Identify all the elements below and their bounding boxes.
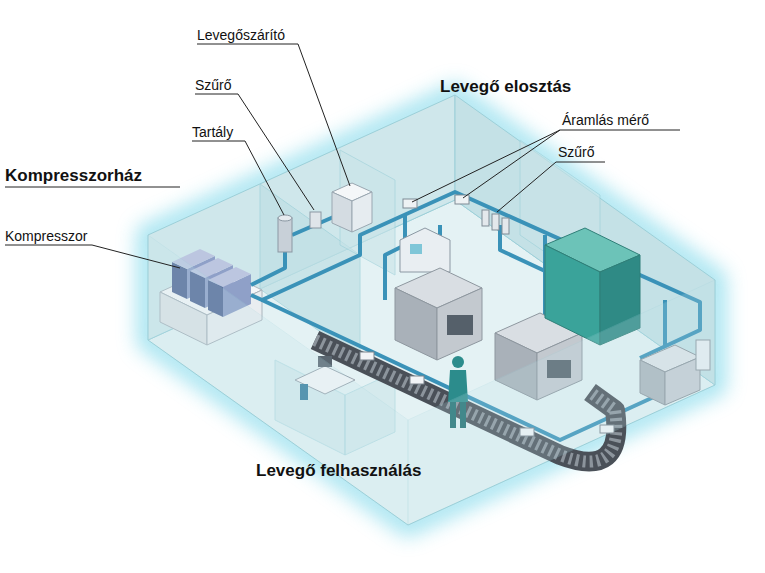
- tank-symbol: [278, 215, 292, 221]
- filter-symbol: [492, 214, 499, 230]
- callout-label: Tartály: [192, 125, 233, 139]
- callout-label: Áramlás mérő: [562, 113, 649, 127]
- filter-symbol: [502, 218, 509, 234]
- air-pipe: [251, 250, 285, 285]
- worker-figure: [452, 356, 464, 368]
- callout-label: Szűrő: [195, 78, 232, 92]
- tank-symbol: [278, 218, 292, 252]
- filter-symbol: [482, 210, 509, 234]
- heading-underline: [5, 187, 180, 188]
- leader-line: [497, 162, 605, 212]
- machine-symbol: [437, 288, 482, 360]
- leader-line: [412, 130, 680, 202]
- section-heading: Levegő elosztás: [440, 78, 571, 95]
- filter-symbol: [482, 210, 489, 226]
- front-wall: [148, 235, 408, 525]
- section-heading: Kompresszorház: [5, 167, 142, 184]
- control-panel: [400, 228, 450, 272]
- leader-line: [463, 130, 560, 198]
- control-panel: [410, 244, 422, 254]
- section-heading: Levegő felhasználás: [256, 462, 421, 479]
- callout-label: Szűrő: [558, 145, 595, 159]
- leader-line: [192, 141, 284, 215]
- flow-meter-symbol: [455, 195, 469, 204]
- callout-label: Kompresszor: [5, 229, 87, 243]
- leader-line: [5, 245, 180, 268]
- front-wall: [408, 280, 715, 525]
- product-box: [410, 376, 424, 384]
- leader-line: [197, 44, 350, 186]
- callout-label: Levegőszárító: [197, 28, 285, 42]
- machine-symbol: [447, 315, 473, 335]
- leader-lines: [5, 44, 680, 268]
- room-glow: [148, 95, 715, 525]
- leader-line: [195, 94, 314, 210]
- filter-symbol: [310, 212, 321, 228]
- product-box: [360, 352, 374, 360]
- dryer-symbol: [352, 192, 372, 232]
- machine-symbol: [395, 288, 437, 360]
- cabinet-symbol: [545, 245, 600, 345]
- dryer-symbol: [332, 192, 352, 232]
